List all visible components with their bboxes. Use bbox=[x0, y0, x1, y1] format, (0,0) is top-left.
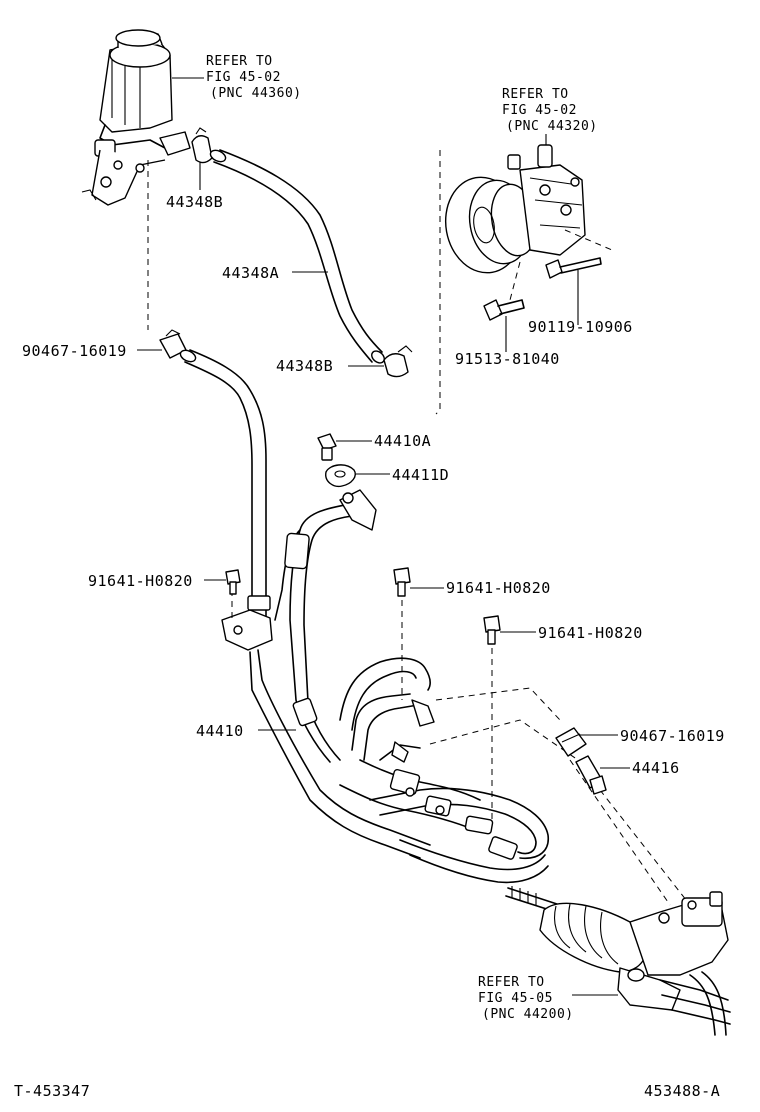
footer-left-code: T-453347 bbox=[14, 1082, 90, 1100]
pump-ref-line3: (PNC 44320) bbox=[506, 119, 598, 134]
bolt-mid2-icon bbox=[483, 615, 501, 645]
union-bolt-icon bbox=[317, 433, 337, 461]
gear-ref-line1: REFER TO bbox=[478, 975, 545, 990]
bolt-short-icon bbox=[483, 299, 525, 321]
pump-illustration bbox=[435, 144, 613, 415]
dash-clip-right bbox=[435, 687, 561, 721]
pump-ref-line2: FIG 45-02 bbox=[502, 103, 577, 118]
label-bolt-mid2: 91641-H0820 bbox=[538, 624, 643, 642]
dash-union-gear bbox=[569, 759, 671, 906]
reservoir-ref-line2: FIG 45-02 bbox=[206, 70, 281, 85]
reservoir-illustration bbox=[81, 29, 191, 330]
label-tube-assy: 44410 bbox=[196, 722, 244, 740]
clip-right-icon bbox=[555, 727, 587, 757]
label-clamp-upper: 44348B bbox=[166, 193, 223, 211]
label-bolt-long: 90119-10906 bbox=[528, 318, 633, 336]
reservoir-ref-line1: REFER TO bbox=[206, 54, 273, 69]
gear-ref-line3: (PNC 44200) bbox=[482, 1007, 574, 1022]
tube-assembly-illustration bbox=[179, 349, 549, 884]
label-gasket: 44411D bbox=[392, 466, 449, 484]
clamp-upper-icon bbox=[191, 127, 213, 164]
bolt-left-icon bbox=[225, 569, 241, 595]
label-clip-right: 90467-16019 bbox=[620, 727, 725, 745]
label-union: 44416 bbox=[632, 759, 680, 777]
label-union-bolt: 44410A bbox=[374, 432, 431, 450]
dash-union bbox=[429, 719, 579, 761]
label-bolt-left: 91641-H0820 bbox=[88, 572, 193, 590]
label-bolt-mid1: 91641-H0820 bbox=[446, 579, 551, 597]
gasket-icon bbox=[325, 464, 356, 488]
return-hose-illustration bbox=[209, 149, 385, 364]
bolt-mid1-icon bbox=[393, 567, 411, 597]
label-clip-left: 90467-16019 bbox=[22, 342, 127, 360]
bolt-long-icon bbox=[545, 257, 602, 279]
footer-right-code: 453488-A bbox=[644, 1082, 720, 1100]
pump-ref-line1: REFER TO bbox=[502, 87, 569, 102]
label-clamp-lower: 44348B bbox=[276, 357, 333, 375]
union-icon bbox=[575, 755, 607, 795]
reservoir-ref-line3: (PNC 44360) bbox=[210, 86, 302, 101]
steering-gear-illustration bbox=[505, 886, 731, 1036]
label-bolt-short: 91513-81040 bbox=[455, 350, 560, 368]
dash-union-gear2 bbox=[599, 789, 691, 906]
label-hose-return: 44348A bbox=[222, 264, 279, 282]
clamp-lower-icon bbox=[383, 345, 413, 378]
gear-ref-line2: FIG 45-05 bbox=[478, 991, 553, 1006]
